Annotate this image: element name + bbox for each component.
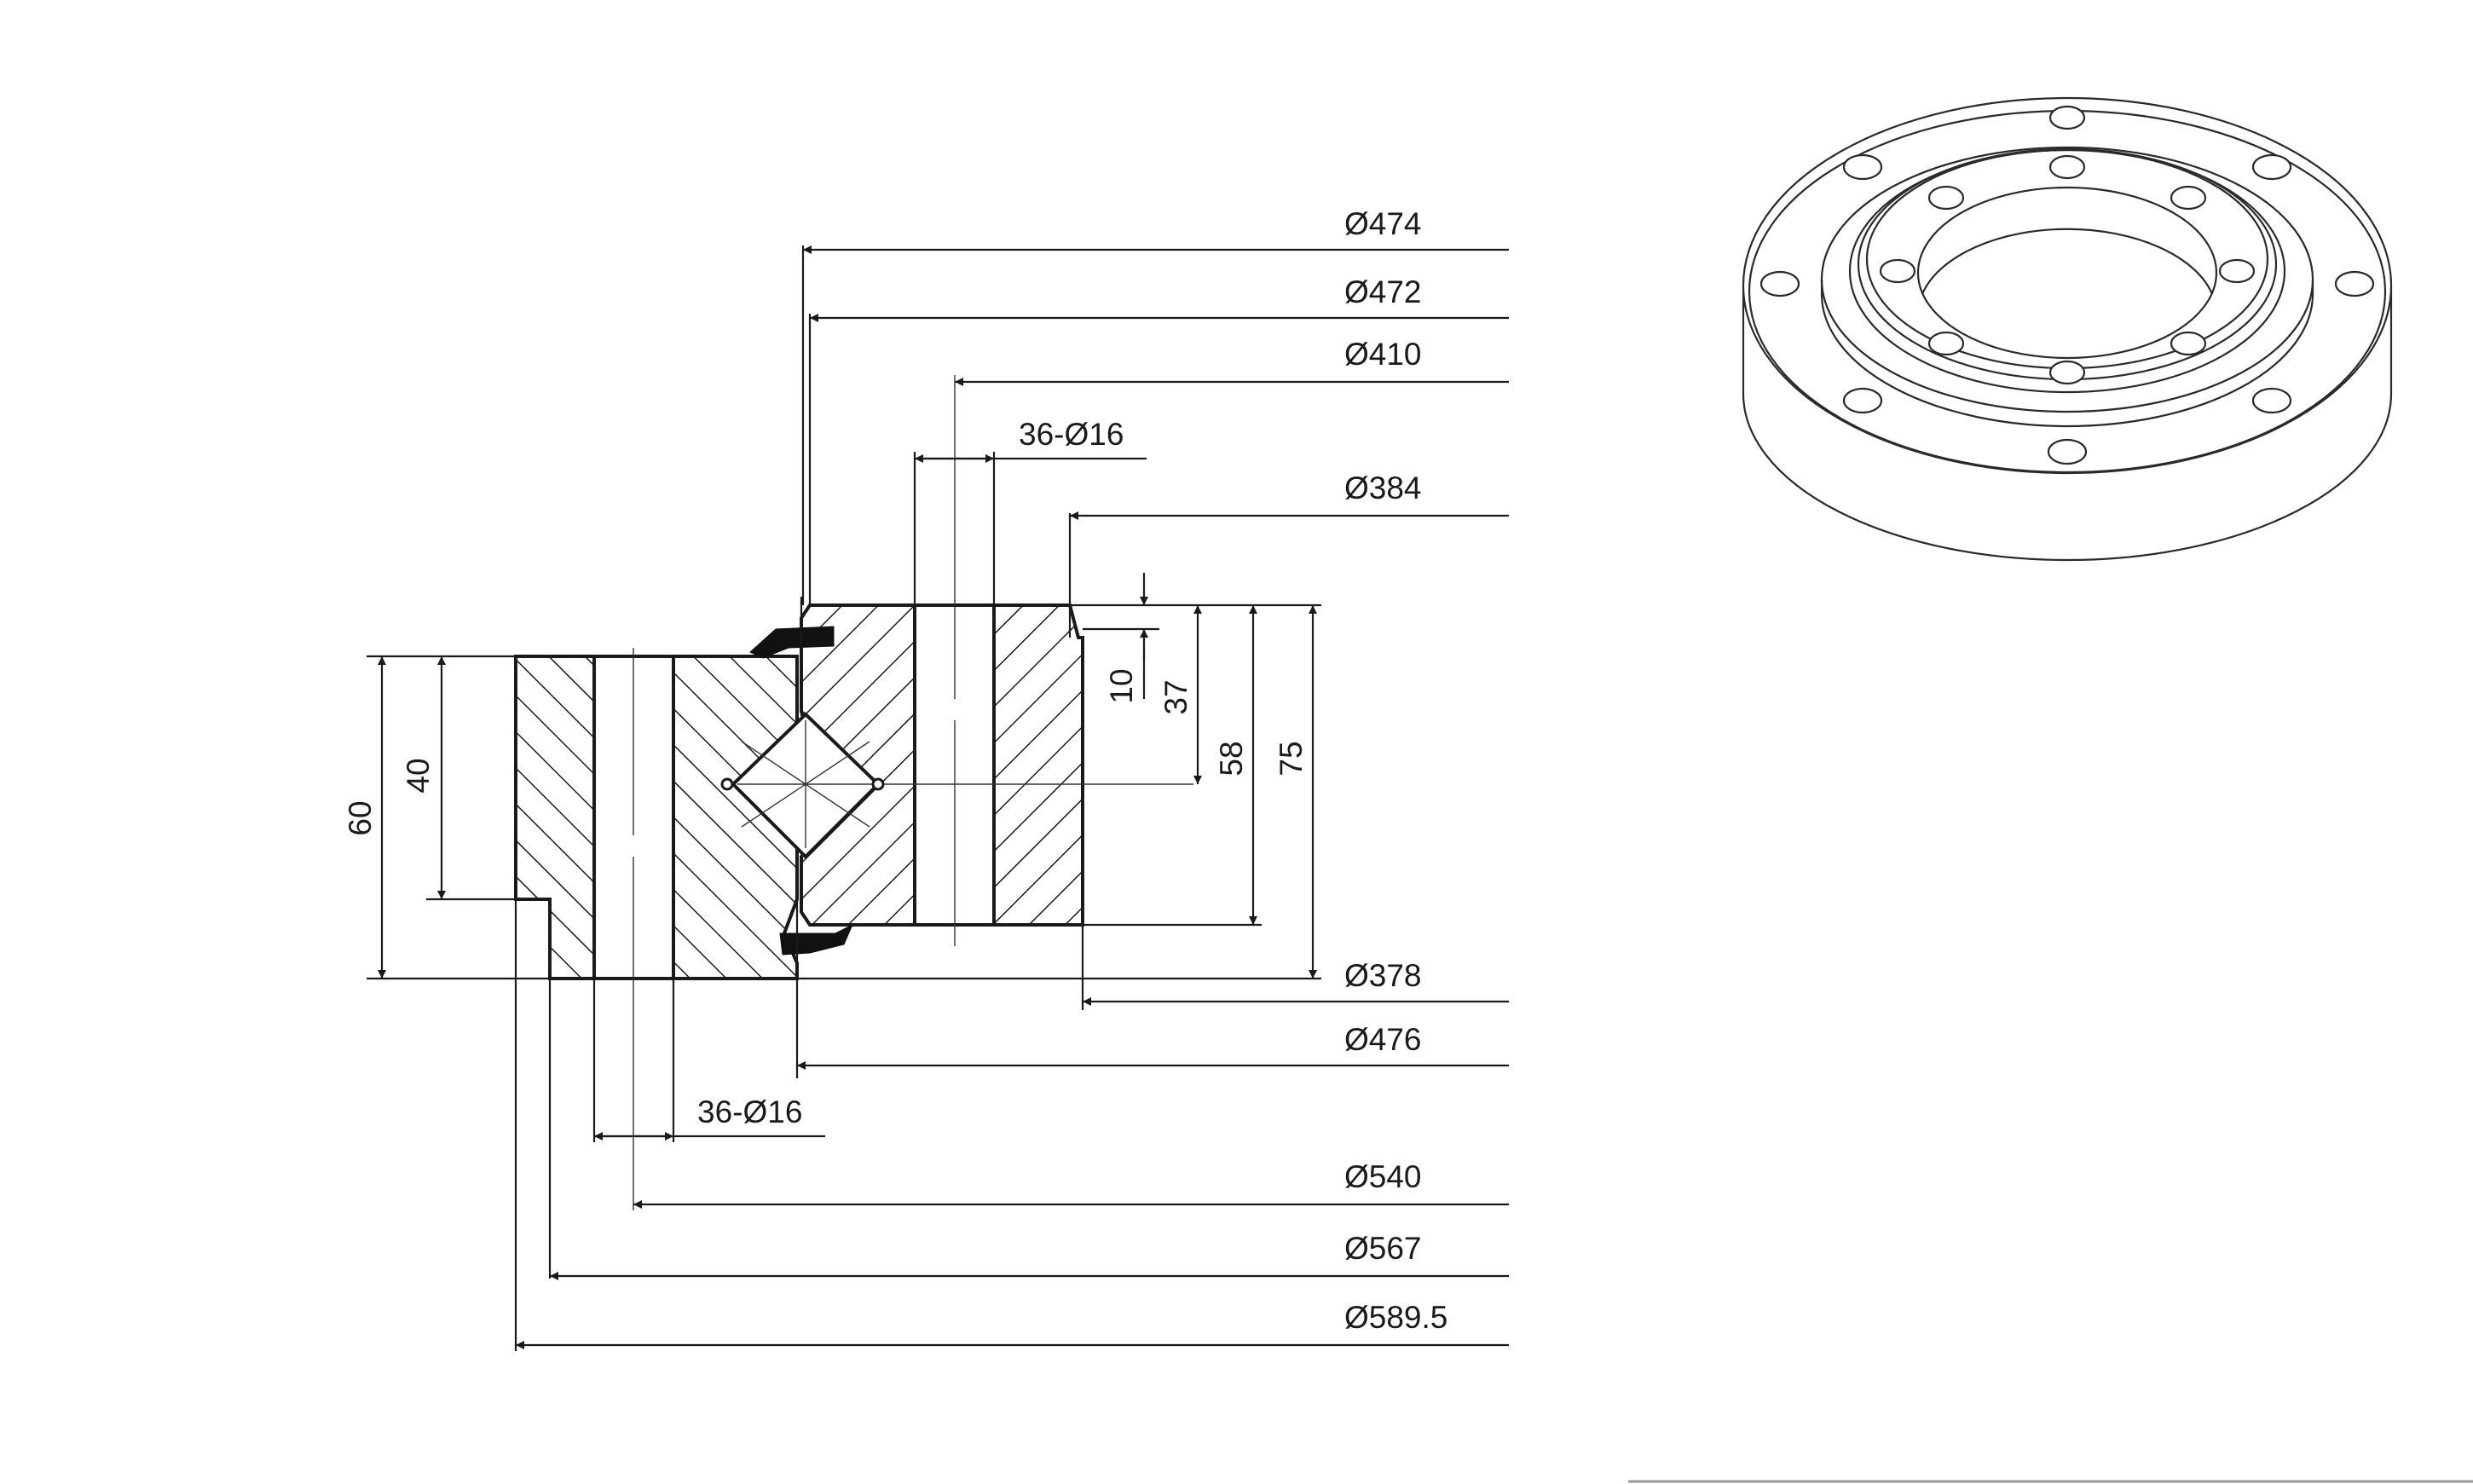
height-dimensions: 60 40 10 37 58 75 xyxy=(343,573,1317,979)
dim-d384: Ø384 xyxy=(1344,471,1422,505)
dim-h75: 75 xyxy=(1274,741,1309,776)
extension-lines xyxy=(367,245,1321,1351)
dim-h37: 37 xyxy=(1158,679,1193,714)
dim-d410: Ø410 xyxy=(1344,337,1422,372)
dim-holes-inner: 36-Ø16 xyxy=(697,1094,802,1129)
dim-d474: Ø474 xyxy=(1344,206,1422,241)
dim-h58: 58 xyxy=(1214,741,1249,776)
bottom-dimensions: Ø378 Ø476 36-Ø16 Ø540 Ø567 Ø589.5 xyxy=(516,958,1509,1349)
dim-h40: 40 xyxy=(401,758,436,793)
bottom-seal xyxy=(779,923,854,956)
dim-d567: Ø567 xyxy=(1344,1231,1422,1266)
dim-d378: Ø378 xyxy=(1344,958,1422,993)
dim-d540: Ø540 xyxy=(1344,1159,1422,1194)
dim-h60: 60 xyxy=(343,800,378,835)
dim-holes-outer: 36-Ø16 xyxy=(1019,417,1124,452)
dim-d472: Ø472 xyxy=(1344,274,1422,309)
top-seal xyxy=(749,626,835,659)
dim-h10: 10 xyxy=(1104,668,1139,703)
dim-d476: Ø476 xyxy=(1344,1022,1422,1057)
dim-d589: Ø589.5 xyxy=(1344,1300,1447,1335)
bearing-isometric-icon xyxy=(1742,96,2393,562)
cross-section-icon xyxy=(514,375,1193,1210)
top-dimensions: Ø474 Ø472 Ø410 36-Ø16 Ø384 xyxy=(803,206,1509,520)
